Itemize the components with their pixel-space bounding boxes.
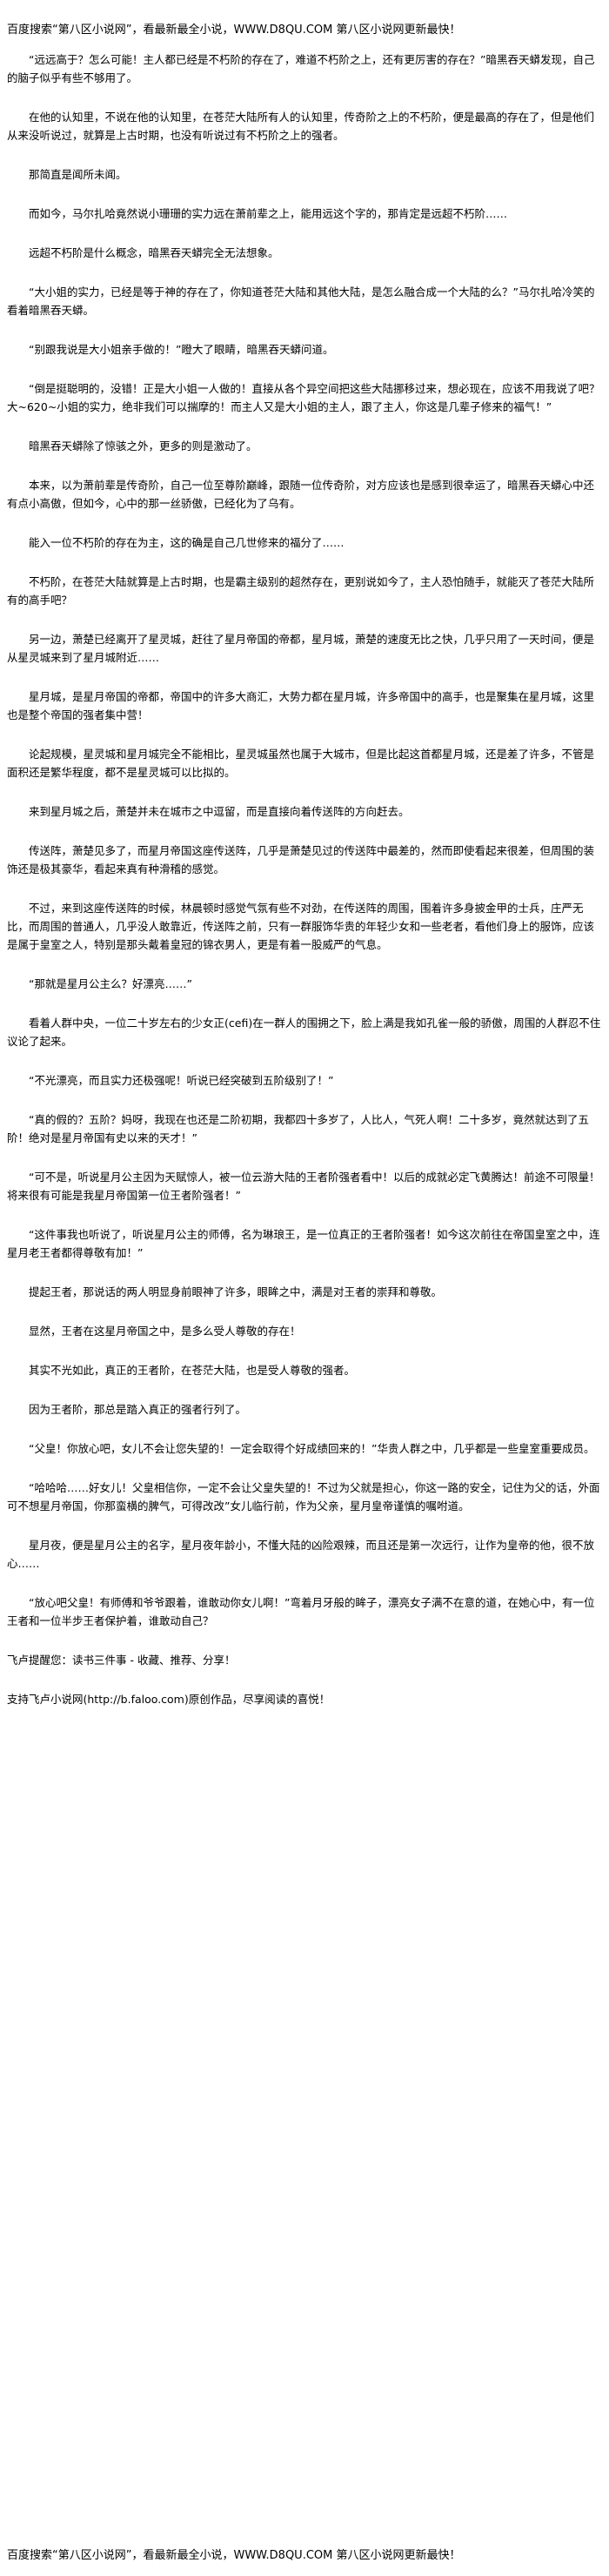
paragraph: “那就是星月公主么？好漂亮……” (29, 977, 192, 990)
paragraph: “大小姐的实力，已经是等于神的存在了，你知道苍茫大陆和其他大陆，是怎么融合成一个… (7, 285, 595, 317)
paragraph: 因为王者阶，那总是踏入真正的强者行列了。 (29, 1403, 247, 1416)
paragraph: “不光漂亮，而且实力还极强呢！听说已经突破到五阶级别了！” (29, 1074, 334, 1087)
site-banner-bottom[interactable]: 百度搜索“第八区小说网”，看最新最全小说，WWW.D8QU.COM 第八区小说网… (7, 2549, 461, 2562)
support-notice[interactable]: 支持飞卢小说网(http://b.faloo.com)原创作品，尽享阅读的喜悦！ (7, 1693, 331, 1706)
chapter-content: “远远高于？怎么可能！主人都已经是不朽阶的存在了，难道不朽阶之上，还有更厉害的存… (7, 50, 602, 1729)
paragraph: 传送阵，萧楚见多了，而星月帝国这座传送阵，几乎是萧楚见过的传送阵中最差的，然而即… (7, 844, 595, 875)
site-banner-top[interactable]: 百度搜索“第八区小说网”，看最新最全小说，WWW.D8QU.COM 第八区小说网… (7, 23, 461, 37)
paragraph: 不过，来到这座传送阵的时候，林晨顿时感觉气氛有些不对劲，在传送阵的周围，围着许多… (7, 902, 595, 951)
paragraph: “哈哈哈……好女儿！父皇相信你，一定不会让父皇失望的！不过为父就是担心，你这一路… (7, 1481, 600, 1513)
paragraph: 而如今，马尔扎哈竟然说小珊珊的实力远在萧前辈之上，能用远这个字的，那肯定是远超不… (29, 207, 508, 220)
paragraph: “放心吧父皇！有师傅和爷爷跟着，谁敢动你女儿啊！”弯着月牙般的眸子，漂亮女子满不… (7, 1596, 595, 1627)
paragraph: “可不是，听说星月公主因为天赋惊人，被一位云游大陆的王者阶强者看中！以后的成就必… (7, 1171, 600, 1202)
paragraph: “父皇！你放心吧，女儿不会让您失望的！一定会取得个好成绩回来的！”华贵人群之中，… (29, 1442, 595, 1455)
paragraph: 远超不朽阶是什么概念，暗黑吞天蟒完全无法想象。 (29, 246, 279, 259)
paragraph: 本来，以为萧前辈是传奇阶，自己一位至尊阶巅峰，跟随一位传奇阶，对方应该也是感到很… (7, 479, 595, 510)
paragraph: “真的假的？五阶？妈呀，我现在也还是二阶初期，我都四十多岁了，人比人，气死人啊！… (7, 1113, 589, 1144)
paragraph: 星月夜，便是星月公主的名字，星月夜年龄小，不懂大陆的凶险艰辣，而且还是第一次远行… (7, 1539, 595, 1570)
paragraph: 星月城，是星月帝国的帝都，帝国中的许多大商汇，大势力都在星月城，许多帝国中的高手… (7, 690, 595, 721)
paragraph: 那简直是闻所未闻。 (29, 168, 127, 181)
paragraph: “倒是挺聪明的，没错！正是大小姐一人做的！直接从各个异空间把这些大陆挪移过来，想… (7, 382, 600, 413)
paragraph: “这件事我也听说了，听说星月公主的师傅，名为琳琅王，是一位真正的王者阶强者！如今… (7, 1228, 600, 1259)
paragraph: 提起王者，那说话的两人明显身前眼神了许多，眼眸之中，满是对王者的崇拜和尊敬。 (29, 1285, 443, 1298)
paragraph: 在他的认知里，不说在他的认知里，在苍茫大陆所有人的认知里，传奇阶之上的不朽阶，便… (7, 111, 595, 142)
reading-reminder: 飞卢提醒您：读书三件事 - 收藏、推荐、分享！ (7, 1654, 236, 1667)
paragraph: 显然，王者在这星月帝国之中，是多么受人尊敬的存在！ (29, 1325, 301, 1338)
paragraph: 不朽阶，在苍茫大陆就算是上古时期，也是霸主级别的超然存在，更别说如今了，主人恐怕… (7, 575, 595, 607)
paragraph: 来到星月城之后，萧楚并未在城市之中逗留，而是直接向着传送阵的方向赶去。 (29, 805, 410, 818)
paragraph: 论起规模，星灵城和星月城完全不能相比，星灵城虽然也属于大城市，但是比起这首都星月… (7, 748, 595, 779)
paragraph: “别跟我说是大小姐亲手做的！”瞪大了眼睛，暗黑吞天蟒问道。 (29, 343, 334, 356)
paragraph: “远远高于？怎么可能！主人都已经是不朽阶的存在了，难道不朽阶之上，还有更厉害的存… (7, 53, 595, 84)
paragraph: 看着人群中央，一位二十岁左右的少女正(cefi)在一群人的围拥之下，脸上满是我如… (7, 1016, 601, 1048)
paragraph: 能入一位不朽阶的存在为主，这的确是自己几世修来的福分了…… (29, 536, 345, 549)
paragraph: 另一边，萧楚已经离开了星灵城，赶往了星月帝国的帝都，星月城，萧楚的速度无比之快，… (7, 633, 595, 664)
paragraph: 暗黑吞天蟒除了惊骇之外，更多的则是激动了。 (29, 439, 258, 453)
paragraph: 其实不光如此，真正的王者阶，在苍茫大陆，也是受人尊敬的强者。 (29, 1364, 356, 1377)
